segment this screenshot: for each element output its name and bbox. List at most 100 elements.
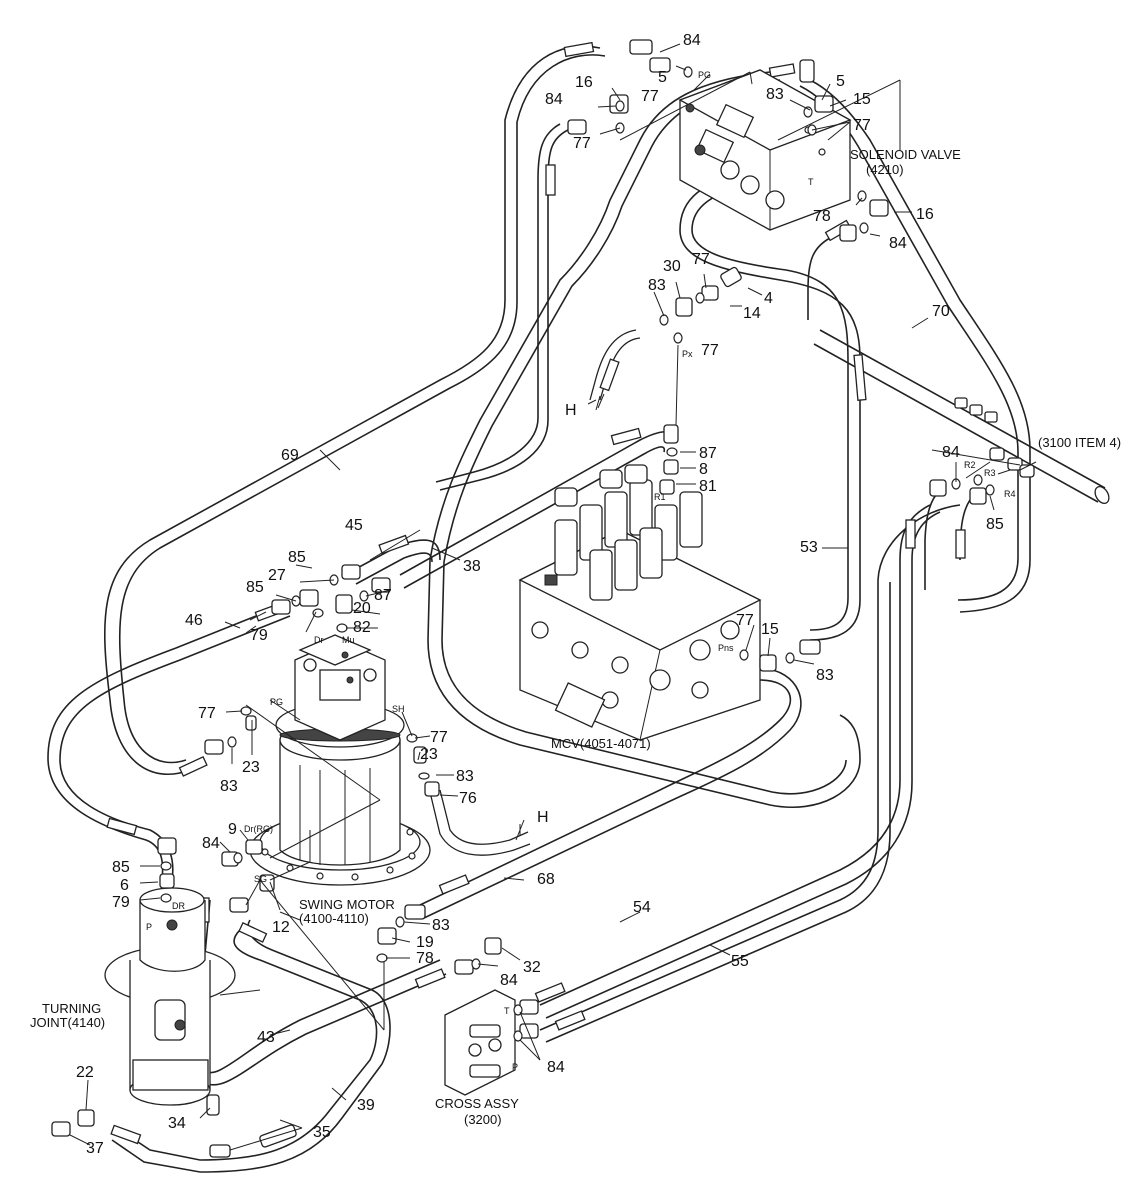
hose-16-down xyxy=(439,129,569,491)
callout-78-b: 78 xyxy=(416,950,434,967)
callout-34: 34 xyxy=(168,1115,186,1132)
swing-motor-label: SWING MOTOR xyxy=(299,897,395,912)
callout-23-a: 23 xyxy=(242,759,260,776)
component-labels: SOLENOID VALVE (4210) (3100 ITEM 4) MCV(… xyxy=(30,147,1121,1127)
callout-4: 4 xyxy=(764,290,773,307)
callout-85-b: 85 xyxy=(246,579,264,596)
callout-76: 76 xyxy=(459,790,477,807)
callout-78-a: 78 xyxy=(813,208,831,225)
hose-h-upper xyxy=(599,337,641,401)
callout-70: 70 xyxy=(932,303,950,320)
callout-54: 54 xyxy=(633,899,651,916)
callout-84-d: 84 xyxy=(942,444,960,461)
port-r2: R2 xyxy=(964,460,976,470)
callout-84-a: 84 xyxy=(683,32,701,49)
port-sg: SG xyxy=(254,874,267,884)
callout-55: 55 xyxy=(731,953,749,970)
mcv-label: MCV(4051-4071) xyxy=(551,736,651,751)
hose-39 xyxy=(119,929,378,1161)
turning-joint xyxy=(104,887,236,1106)
callout-83-b: 83 xyxy=(648,277,666,294)
callout-87-b: 87 xyxy=(374,587,392,604)
callout-85-c: 85 xyxy=(986,516,1004,533)
callout-37: 37 xyxy=(86,1140,104,1157)
callout-84-b: 84 xyxy=(545,91,563,108)
turning-joint-label: TURNING xyxy=(42,1001,101,1016)
port-r3: R3 xyxy=(984,468,996,478)
callout-9: 9 xyxy=(228,821,237,838)
hose-solenoid-loop xyxy=(679,169,861,641)
port-p-cross: P xyxy=(512,1062,518,1072)
port-t-cross: T xyxy=(504,1006,510,1016)
callout-69: 69 xyxy=(281,447,299,464)
callout-77-b: 77 xyxy=(573,135,591,152)
swing-motor xyxy=(249,634,431,886)
callout-20: 20 xyxy=(353,600,371,617)
leader-lines xyxy=(69,43,1037,1151)
callout-77-c: 77 xyxy=(853,117,871,134)
port-labels: PG Px R1 R2 R3 R4 Dr Mu PG SH Dr(RG) SG … xyxy=(146,70,1016,1072)
port-pg-top: PG xyxy=(698,70,711,80)
callout-77-f: 77 xyxy=(736,612,754,629)
callout-14: 14 xyxy=(743,305,761,322)
solenoid-valve-label: SOLENOID VALVE xyxy=(850,147,961,162)
callout-85-a: 85 xyxy=(288,549,306,566)
callout-15-a: 15 xyxy=(853,91,871,108)
mcv-valve xyxy=(518,464,762,741)
callout-84-f: 84 xyxy=(500,972,518,989)
callout-84-g: 84 xyxy=(547,1059,565,1076)
port-sh: SH xyxy=(392,704,405,714)
port-t-sol: T xyxy=(808,177,814,187)
hose-53 xyxy=(807,237,831,320)
callout-5-b: 5 xyxy=(836,73,845,90)
fittings xyxy=(51,39,1035,1158)
callout-83-c: 83 xyxy=(816,667,834,684)
callout-16-a: 16 xyxy=(575,74,593,91)
hose-70 xyxy=(809,79,1031,613)
port-h-upper: H xyxy=(565,402,577,419)
cross-assy xyxy=(444,989,516,1096)
solenoid-valve-number: (4210) xyxy=(866,162,904,177)
callout-79-b: 79 xyxy=(112,894,130,911)
callout-15-b: 15 xyxy=(761,621,779,638)
hose-38 xyxy=(427,71,861,809)
callout-83-a: 83 xyxy=(766,86,784,103)
callout-87-a: 87 xyxy=(699,445,717,462)
callout-6: 6 xyxy=(120,877,129,894)
callout-8: 8 xyxy=(699,461,708,478)
callout-83-f: 83 xyxy=(432,917,450,934)
port-r1: R1 xyxy=(654,492,666,502)
callout-77-h: 77 xyxy=(430,729,448,746)
callouts: 84 5 77 16 84 77 83 5 15 77 78 16 84 30 … xyxy=(76,32,1004,1157)
port-pg-motor: PG xyxy=(270,697,283,707)
hose-76 xyxy=(439,789,529,845)
turning-joint-number: JOINT(4140) xyxy=(30,1015,105,1030)
callout-82: 82 xyxy=(353,619,371,636)
port-dr-tj: DR xyxy=(172,901,185,911)
port-p-tj: P xyxy=(146,922,152,932)
hose-69 xyxy=(104,45,601,775)
callout-45: 45 xyxy=(345,517,363,534)
callout-79-a: 79 xyxy=(250,627,268,644)
callout-83-e: 83 xyxy=(456,768,474,785)
pipe-3100 xyxy=(819,329,1106,489)
callout-43: 43 xyxy=(257,1029,275,1046)
callout-85-d: 85 xyxy=(112,859,130,876)
hose-55 xyxy=(539,504,961,1031)
callout-53: 53 xyxy=(800,539,818,556)
item-3100-label: (3100 ITEM 4) xyxy=(1038,435,1121,450)
port-dr-rg: Dr(RG) xyxy=(244,824,273,834)
callout-46: 46 xyxy=(185,612,203,629)
callout-5-a: 5 xyxy=(658,69,667,86)
callout-12: 12 xyxy=(272,919,290,936)
callout-16-b: 16 xyxy=(916,206,934,223)
callout-68: 68 xyxy=(537,871,555,888)
port-h-lower: H xyxy=(537,809,549,826)
swing-motor-number: (4100-4110) xyxy=(299,911,369,926)
port-dr: Dr xyxy=(314,635,324,645)
port-px: Px xyxy=(682,349,693,359)
callout-83-d: 83 xyxy=(220,778,238,795)
callout-77-a: 77 xyxy=(641,88,659,105)
cross-assy-label: CROSS ASSY xyxy=(435,1096,519,1111)
